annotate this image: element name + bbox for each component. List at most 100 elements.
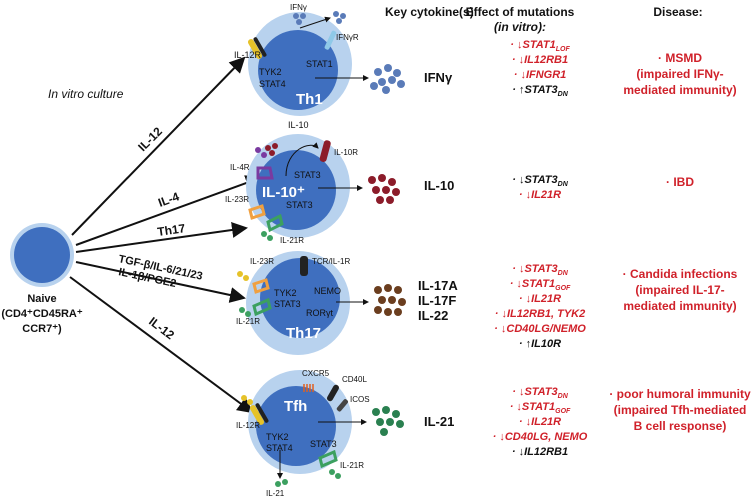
il10-cell-inner bbox=[256, 150, 336, 230]
il10-stat3-a: STAT3 bbox=[294, 170, 321, 180]
tfh-name: Tfh bbox=[284, 398, 307, 415]
mutation-th17-2: · ↓IL21R bbox=[519, 293, 561, 305]
tfh-cd40l-label: CD40L bbox=[342, 375, 367, 384]
naive-label: Naive bbox=[27, 293, 56, 305]
disease-tfh: · poor humoral immunity (impaired Tfh-med… bbox=[609, 387, 751, 433]
disease-tfh-line-1: (impaired Tfh-mediated bbox=[614, 403, 747, 417]
icos-receptor-icon bbox=[336, 399, 348, 412]
tfh-il12r-label: IL-12R bbox=[236, 421, 260, 430]
th17-il23-dots bbox=[237, 271, 249, 281]
mutation-tfh-3: · ↓CD40LG, NEMO bbox=[493, 431, 588, 443]
th17-il21r-label: IL-21R bbox=[236, 317, 260, 326]
th17-stat3: STAT3 bbox=[274, 299, 301, 309]
tfh-il21r-receptor-icon bbox=[318, 449, 338, 469]
disease-il10: · IBD bbox=[666, 175, 694, 189]
disease-il10-line-0: · IBD bbox=[666, 175, 694, 189]
tfh-il21-bottom-dots bbox=[275, 479, 288, 487]
il10-feedback-arrow bbox=[285, 142, 319, 177]
disease-th1-line-1: (impaired IFNγ- bbox=[636, 67, 723, 81]
th17-tyk2: TYK2 bbox=[274, 288, 297, 298]
tfh-il12r-receptor-icon bbox=[250, 403, 269, 425]
tfh-il21-bottom-label: IL-21 bbox=[266, 489, 285, 498]
header-disease: Disease: bbox=[653, 5, 702, 19]
naive-cell-inner bbox=[14, 227, 70, 283]
mutations-th17: · ↓STAT3DN· ↓STAT1GOF· ↓IL21R · ↓IL12RB1,… bbox=[494, 263, 586, 350]
th1-tyk2: TYK2 bbox=[259, 67, 282, 77]
th17-output-1: IL-17A bbox=[418, 278, 458, 293]
il23r-receptor-icon bbox=[248, 204, 266, 220]
mutation-th17-1: · ↓STAT1GOF bbox=[510, 278, 571, 292]
disease-th17-line-0: · Candida infections bbox=[623, 267, 738, 281]
mutation-th17-0: · ↓STAT3DN bbox=[512, 263, 568, 277]
mutation-tfh-2: · ↓IL21R bbox=[519, 416, 561, 428]
il10r-receptor-icon bbox=[319, 140, 331, 162]
cxcr5-receptor-icon bbox=[303, 384, 314, 392]
header-effect-1: Effect of mutations bbox=[466, 5, 575, 19]
th1-stat4: STAT4 bbox=[259, 79, 286, 89]
th17-il21-dots bbox=[239, 307, 251, 317]
il12r-receptor-icon bbox=[248, 37, 267, 59]
disease-tfh-line-0: · poor humoral immunity bbox=[609, 387, 751, 401]
arrow-th17-to-il10 bbox=[75, 222, 248, 253]
th1-cell bbox=[248, 12, 352, 116]
th17-cell bbox=[246, 251, 350, 355]
tfh-tyk2: TYK2 bbox=[266, 432, 289, 442]
th1-output-label: IFNγ bbox=[424, 70, 453, 85]
ifng-output-dots bbox=[370, 64, 405, 94]
il10-il10r-label: IL-10R bbox=[334, 148, 358, 157]
il10-output-dots bbox=[368, 174, 400, 204]
header-key-cytokines: Key cytokine(s) bbox=[385, 5, 474, 19]
tfh-cxcr5-label: CXCR5 bbox=[302, 369, 330, 378]
tfh-stat3: STAT3 bbox=[310, 439, 337, 449]
th17-output-3: IL-22 bbox=[418, 308, 448, 323]
mutation-il10-1: · ↓IL21R bbox=[519, 189, 561, 201]
il10-top-dots bbox=[265, 143, 278, 156]
il10-name: IL-10⁺ bbox=[262, 184, 305, 201]
culture-label: In vitro culture bbox=[48, 87, 124, 101]
naive-label-3: CCR7⁺) bbox=[22, 323, 62, 335]
mutation-tfh-1: · ↓STAT1GOF bbox=[510, 401, 571, 415]
arrow-to-tfh bbox=[69, 276, 254, 414]
tfh-cell bbox=[248, 370, 352, 474]
th1-ifng-top-label: IFNγ bbox=[290, 3, 307, 12]
arrow-to-th17 bbox=[75, 261, 246, 303]
mutation-th17-3: · ↓IL12RB1, TYK2 bbox=[495, 308, 585, 320]
naive-cell bbox=[10, 223, 74, 287]
th1-il12r-label: IL-12R bbox=[234, 50, 262, 60]
mutations-tfh: · ↓STAT3DN· ↓STAT1GOF· ↓IL21R· ↓CD40LG, … bbox=[493, 386, 588, 458]
il10-stat3-b: STAT3 bbox=[286, 200, 313, 210]
tcr-receptor-icon bbox=[300, 256, 308, 276]
th1-ifngr-label: IFNγR bbox=[336, 33, 359, 42]
mutations-th1: · ↓STAT1LOF· ↓IL12RB1· ↓IFNGR1· ↑STAT3DN bbox=[510, 39, 570, 98]
th17-name: Th17 bbox=[286, 325, 321, 342]
disease-th17: · Candida infections(impaired IL-17-medi… bbox=[623, 267, 738, 313]
disease-th17-line-1: (impaired IL-17- bbox=[635, 283, 724, 297]
mutation-th1-1: · ↓IL12RB1 bbox=[512, 54, 568, 66]
mutation-th17-5: · ↑IL10R bbox=[519, 338, 561, 350]
th1-stat1: STAT1 bbox=[306, 59, 333, 69]
mutation-il10-0: · ↓STAT3DN bbox=[512, 174, 568, 188]
arrow-label-th17: Th17 bbox=[156, 221, 186, 239]
th17-cell-inner bbox=[260, 258, 340, 338]
th1-name: Th1 bbox=[296, 91, 323, 108]
il4r-receptor-icon bbox=[256, 166, 274, 180]
il21-output-dots bbox=[372, 406, 404, 436]
th17-nemo: NEMO bbox=[314, 286, 341, 296]
tfh-il21r-dots bbox=[329, 469, 341, 479]
arrow-label-il12-th1: IL-12 bbox=[135, 124, 165, 154]
tfh-il12-dots bbox=[241, 395, 253, 405]
mutation-th1-2: · ↓IFNGR1 bbox=[514, 69, 567, 81]
disease-th1-line-2: mediated immunity) bbox=[623, 83, 736, 97]
mutation-th1-0: · ↓STAT1LOF bbox=[510, 39, 570, 53]
th1-feedback-arrow bbox=[299, 16, 331, 29]
il10-il23r-label: IL-23R bbox=[225, 195, 249, 204]
tfh-il21r-label: IL-21R bbox=[340, 461, 364, 470]
arrow-to-th1 bbox=[71, 56, 246, 236]
th17-il21r-receptor-icon bbox=[252, 297, 272, 317]
th1-cell-inner bbox=[258, 30, 338, 110]
th17-output-2: IL-17F bbox=[418, 293, 456, 308]
ifng-top-dots bbox=[293, 11, 346, 25]
disease-tfh-line-2: B cell response) bbox=[634, 419, 727, 433]
tfh-icos-label: ICOS bbox=[350, 395, 370, 404]
il10-top-label: IL-10 bbox=[288, 120, 309, 130]
